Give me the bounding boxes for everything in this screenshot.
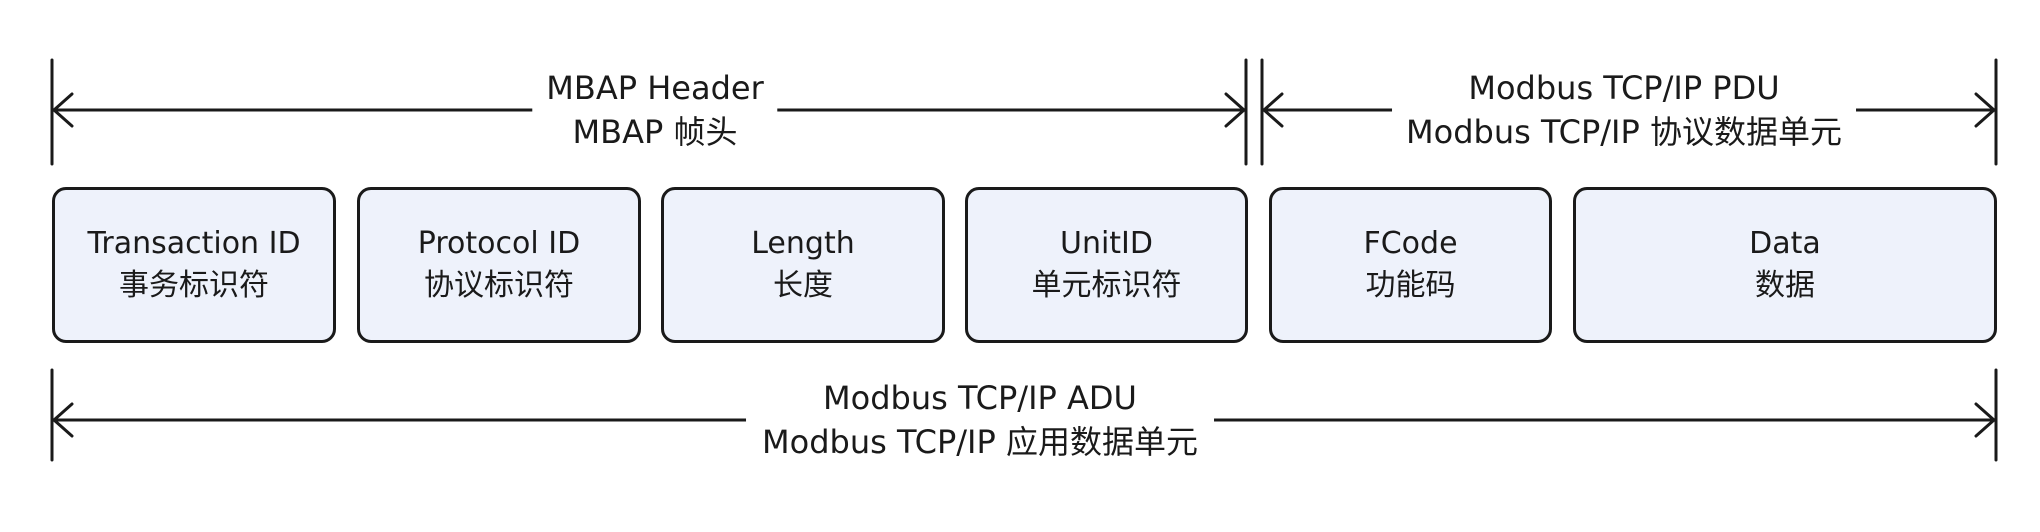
mbap-header-label: MBAP Header MBAP 帧头: [532, 66, 778, 154]
field-label-en: Length: [751, 226, 855, 261]
field-protocol-id: Protocol ID 协议标识符: [357, 187, 641, 343]
field-label-zh: 协议标识符: [424, 268, 574, 303]
field-label-zh: 功能码: [1365, 268, 1456, 303]
field-function-code: FCode 功能码: [1269, 187, 1552, 343]
field-length: Length 长度: [661, 187, 945, 343]
adu-label: Modbus TCP/IP ADU Modbus TCP/IP 应用数据单元: [746, 376, 1214, 464]
mbap-header-en: MBAP Header: [546, 69, 764, 107]
field-label-en: FCode: [1363, 226, 1458, 261]
field-unit-id: UnitID 单元标识符: [965, 187, 1248, 343]
field-label-zh: 数据: [1755, 268, 1815, 303]
adu-en: Modbus TCP/IP ADU: [823, 379, 1137, 417]
field-label-zh: 长度: [773, 268, 833, 303]
pdu-en: Modbus TCP/IP PDU: [1468, 69, 1780, 107]
field-data: Data 数据: [1573, 187, 1997, 343]
field-label-en: Data: [1749, 226, 1821, 261]
mbap-header-zh: MBAP 帧头: [572, 113, 738, 151]
field-transaction-id: Transaction ID 事务标识符: [52, 187, 336, 343]
field-label-en: UnitID: [1059, 226, 1154, 261]
adu-zh: Modbus TCP/IP 应用数据单元: [762, 423, 1198, 461]
pdu-zh: Modbus TCP/IP 协议数据单元: [1406, 113, 1842, 151]
field-label-en: Transaction ID: [87, 226, 301, 261]
field-label-zh: 单元标识符: [1031, 268, 1182, 303]
pdu-label: Modbus TCP/IP PDU Modbus TCP/IP 协议数据单元: [1392, 66, 1856, 154]
field-label-zh: 事务标识符: [119, 268, 269, 303]
field-label-en: Protocol ID: [417, 226, 581, 261]
